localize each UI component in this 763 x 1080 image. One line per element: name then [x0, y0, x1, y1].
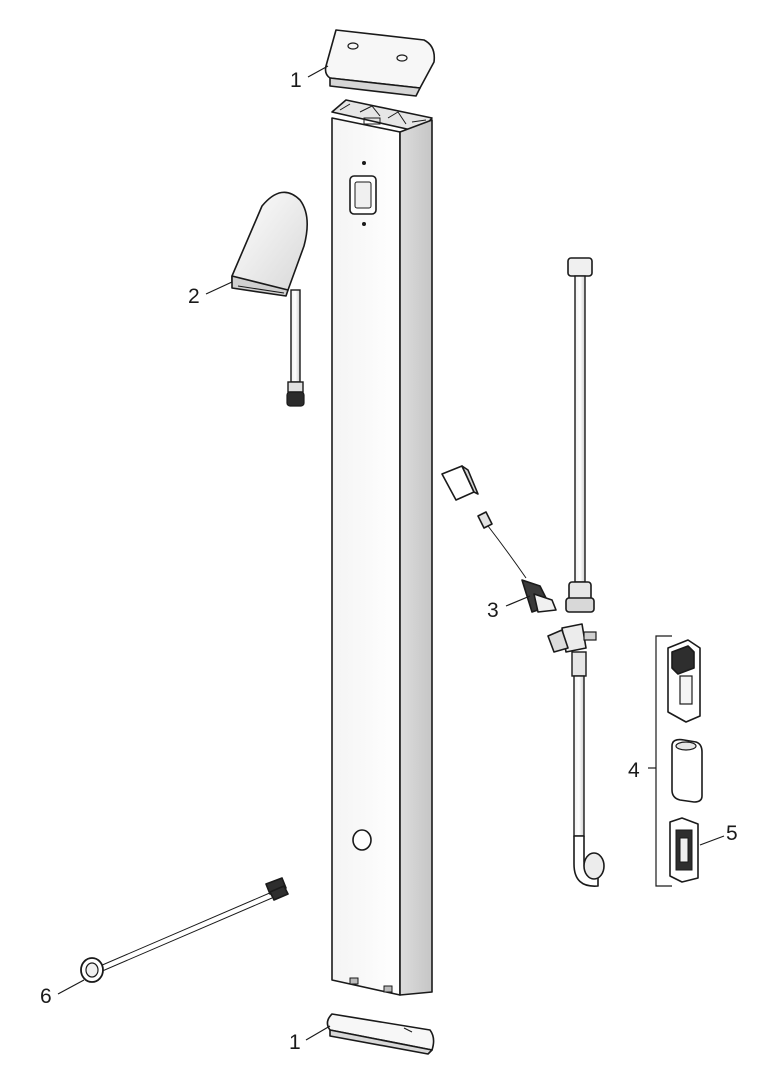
cable-part [80, 877, 289, 983]
callout-cable: 6 [40, 985, 52, 1008]
callout-bracket-group: 4 [628, 759, 640, 782]
battery-holder-part [669, 817, 699, 883]
mounting-bracket-part [667, 639, 701, 723]
callout-sensor: 3 [487, 599, 499, 622]
sensor-part [477, 511, 557, 613]
spout-part [231, 191, 308, 407]
sensor-cap-part [441, 465, 479, 501]
top-cover-part [324, 29, 436, 97]
battery-part [671, 738, 703, 803]
housing-column [331, 99, 433, 996]
callout-spout: 2 [188, 285, 200, 308]
bottom-cover-part [326, 1013, 435, 1055]
callout-battery-holder: 5 [726, 822, 738, 845]
valve-hose-assembly [547, 257, 605, 887]
bracket-group [648, 635, 672, 887]
callout-bottom-cover: 1 [289, 1031, 301, 1054]
callout-top-cover: 1 [290, 69, 302, 92]
